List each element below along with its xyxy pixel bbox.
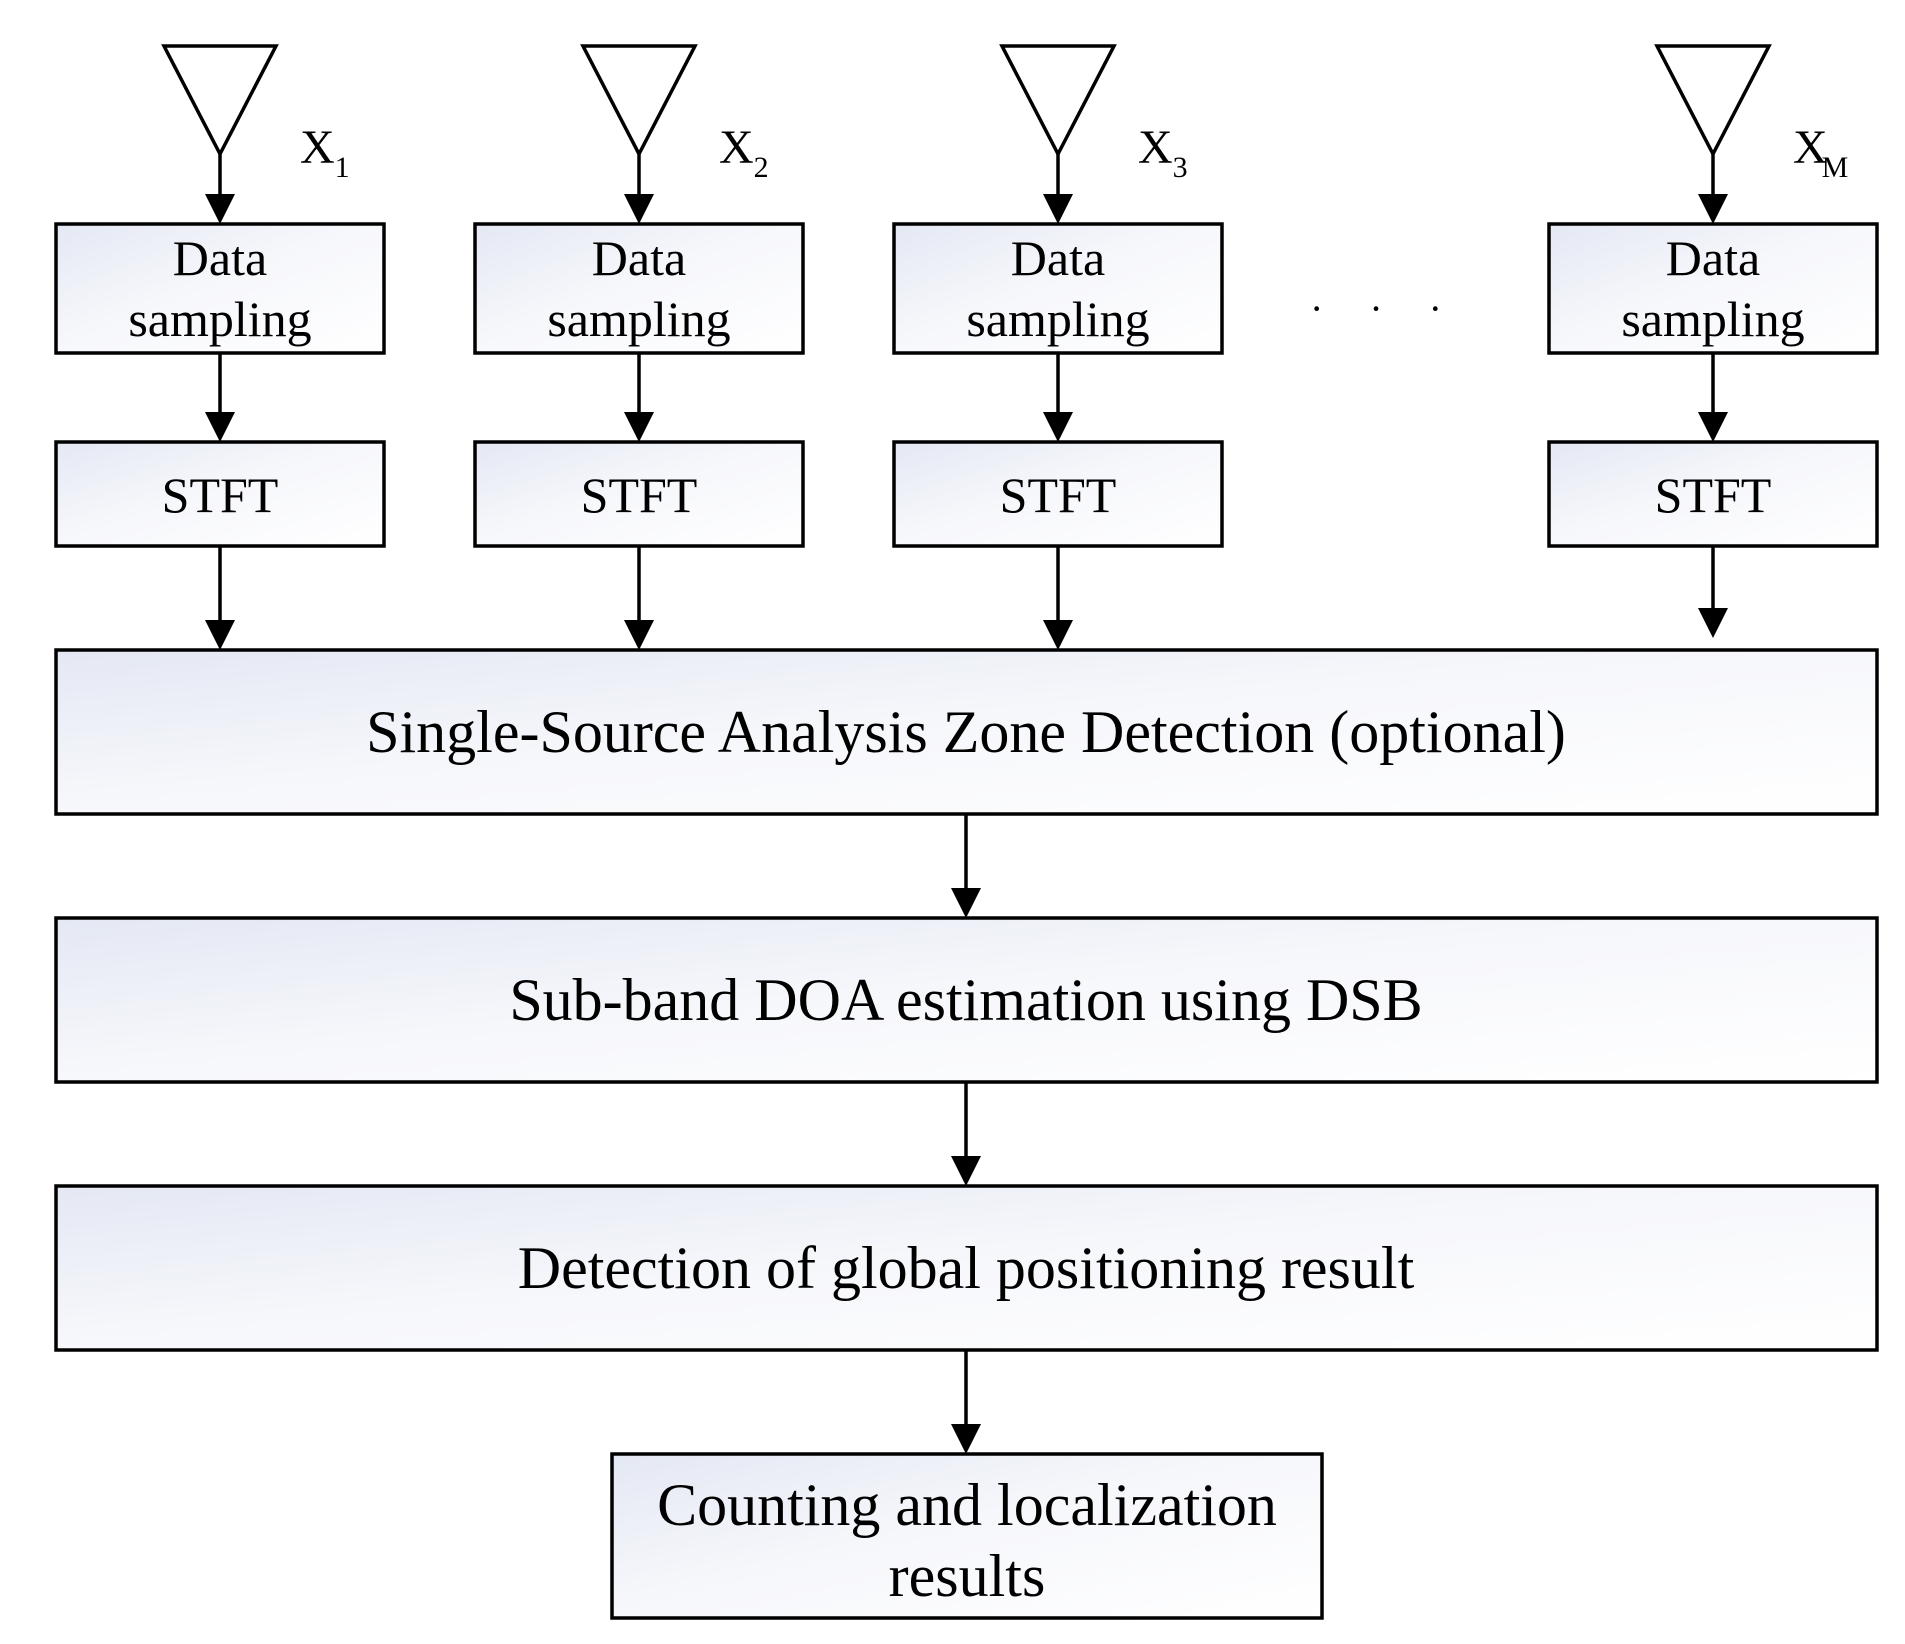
data-sampling-label-line1: Data [1011,230,1105,286]
ssaz-detection-label: Single-Source Analysis Zone Detection (o… [366,699,1566,765]
data-sampling-label-line2: sampling [1621,291,1804,347]
ellipsis-dots: · · · [1310,286,1460,331]
branch-m: XM Data sampling STFT [1547,44,1879,638]
arrow-head [951,1156,981,1186]
stage-global-positioning: Detection of global positioning result [54,1184,1879,1352]
final-results-label-line1: Counting and localization [657,1472,1277,1538]
final-results-label-line2: results [889,1543,1046,1609]
data-sampling-label-line2: sampling [966,291,1149,347]
stft-box [54,440,386,548]
data-sampling-box [473,222,805,355]
stft-label: STFT [1655,467,1772,523]
arrow-head [624,412,654,442]
stft-box [473,440,805,548]
antenna-icon [580,44,698,158]
stage-ssaz-detection: Single-Source Analysis Zone Detection (o… [54,648,1879,816]
stft-box [892,440,1224,548]
data-sampling-box [892,222,1224,355]
stft-label: STFT [162,467,279,523]
final-results-box [610,1452,1324,1620]
data-sampling-box [1547,222,1879,355]
antenna-label: X3 [1138,121,1188,184]
arrow-head [1698,412,1728,442]
arrow-head [624,194,654,224]
data-sampling-label-line2: sampling [547,291,730,347]
stft-box [1547,440,1879,548]
data-sampling-label-line1: Data [1666,230,1760,286]
data-sampling-label-line1: Data [592,230,686,286]
arrow-head [1698,194,1728,224]
antenna-label: XM [1793,121,1848,184]
antenna-label: X1 [300,121,350,184]
branch-2: X2 Data sampling STFT [473,44,805,650]
global-positioning-label: Detection of global positioning result [518,1235,1415,1301]
stage-final-results: Counting and localization results [610,1452,1324,1620]
arrow-head [1043,620,1073,650]
arrow-head [205,620,235,650]
arrow-head [1698,608,1728,638]
data-sampling-label-line2: sampling [128,291,311,347]
antenna-label: X2 [719,121,769,184]
stft-label: STFT [581,467,698,523]
arrow-head [951,1424,981,1454]
doa-estimation-label: Sub-band DOA estimation using DSB [509,967,1422,1033]
branch-3: X3 Data sampling STFT [892,44,1224,650]
doa-estimation-box [54,916,1879,1084]
ssaz-detection-box [54,648,1879,816]
arrow-head [624,620,654,650]
arrow-head [1043,412,1073,442]
arrow-head [1043,194,1073,224]
antenna-icon [999,44,1117,158]
arrow-head [951,888,981,918]
antenna-icon [1654,44,1772,158]
stage-doa-estimation: Sub-band DOA estimation using DSB [54,916,1879,1084]
arrow-head [205,194,235,224]
arrow-head [205,412,235,442]
global-positioning-box [54,1184,1879,1352]
stft-label: STFT [1000,467,1117,523]
data-sampling-label-line1: Data [173,230,267,286]
antenna-icon [161,44,279,158]
branch-1: X1 Data sampling STFT [54,44,386,650]
